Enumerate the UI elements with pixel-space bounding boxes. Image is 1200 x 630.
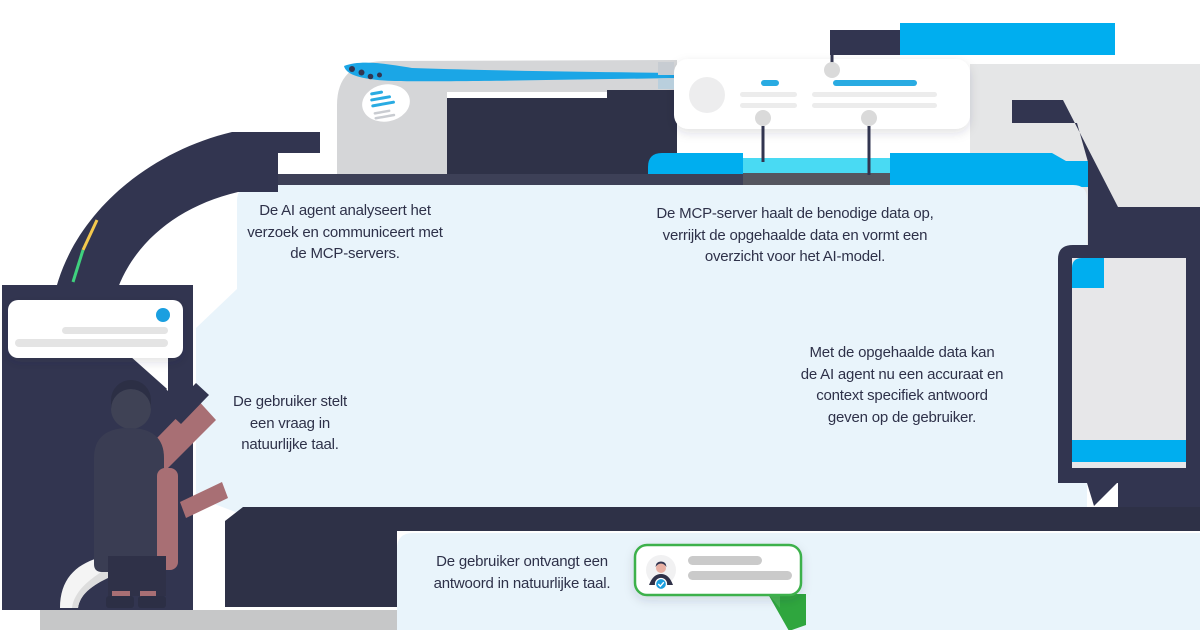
- phone-screen: [1072, 258, 1186, 468]
- handheld-device-icon: [168, 383, 209, 424]
- mcp-server-step-caption: De MCP-server haalt de benodige data op,…: [656, 205, 934, 266]
- server-avatar: [689, 77, 725, 113]
- shelf-bar: [208, 174, 743, 187]
- flow-arrow-icon: [52, 132, 320, 308]
- assistant-face-label-icon: [362, 84, 410, 122]
- verified-badge-icon: [654, 577, 668, 591]
- user-head: [111, 389, 151, 429]
- main-panel: [196, 185, 1087, 513]
- context-answer-step-caption: Met de opgehaalde data kan de AI agent n…: [800, 344, 1004, 427]
- user-speech-bubble-icon: [8, 300, 183, 392]
- answer-chat-card-illustration: [633, 543, 806, 630]
- assistant-blue-band-icon: [344, 62, 676, 82]
- ai-agent-device-illustration: [337, 60, 677, 174]
- floor: [40, 610, 397, 630]
- server-connector-lines: [755, 53, 877, 175]
- user-question-step-caption: De gebruiker stelt een vraag in natuurli…: [233, 393, 347, 454]
- mcp-server-card-illustration: [658, 59, 970, 129]
- ai-agent-step-caption: De AI agent analyseert het verzoek en co…: [247, 202, 443, 263]
- response-step-caption: De gebruiker ontvangt een antwoord in na…: [433, 553, 611, 592]
- desk-silhouette: [225, 507, 1200, 607]
- bubble-status-dot: [156, 308, 170, 322]
- top-blue-bar: [900, 23, 1115, 55]
- user-body: [94, 428, 164, 572]
- smartphone-illustration: [1012, 100, 1200, 507]
